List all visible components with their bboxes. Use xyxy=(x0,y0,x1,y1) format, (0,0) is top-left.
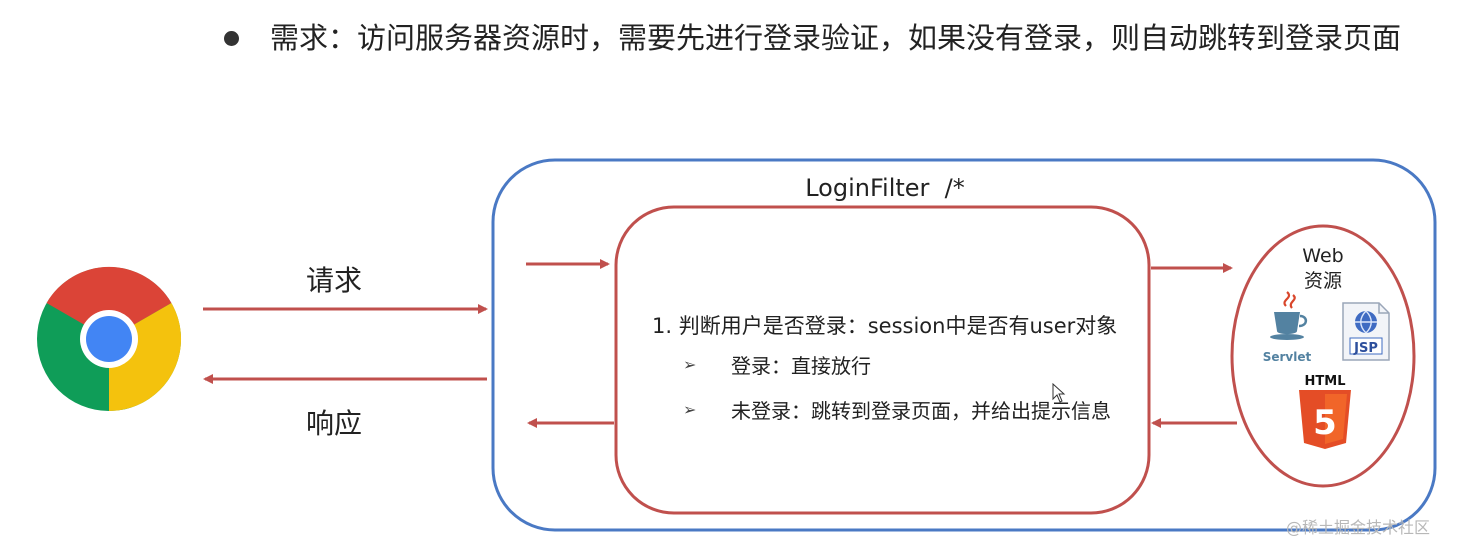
web-resources-ellipse xyxy=(1230,224,1416,488)
jsp-globe-icon xyxy=(1342,302,1390,361)
java-cup-icon xyxy=(1270,291,1308,340)
login-filter-box xyxy=(614,205,1151,515)
jsp-label: JSP xyxy=(1353,341,1378,356)
logic-step-1: 1. 判断用户是否登录：session中是否有user对象 xyxy=(652,314,1118,338)
web-resources-title-line1: Web xyxy=(1302,245,1344,267)
html5-badge: 5 xyxy=(1313,403,1337,443)
html5-label: HTML xyxy=(1305,374,1346,389)
requirement-headline: 需求：访问服务器资源时，需要先进行登录验证，如果没有登录，则自动跳转到登录页面 xyxy=(270,21,1402,55)
arrow-bullet-icon: ➢ xyxy=(683,400,697,419)
not-logged-in-branch: 未登录：跳转到登录页面，并给出提示信息 xyxy=(731,399,1111,423)
logged-in-branch: 登录：直接放行 xyxy=(731,354,871,378)
web-resources-title: Web 资源 xyxy=(1283,244,1363,294)
mouse-cursor-icon xyxy=(1052,383,1066,403)
bullet-dot xyxy=(224,31,239,46)
html5-shield-icon xyxy=(1299,390,1351,449)
request-label: 请求 xyxy=(306,264,363,297)
web-resources-title-line2: 资源 xyxy=(1303,270,1342,292)
watermark: @稀土掘金技术社区 xyxy=(1286,518,1431,537)
servlet-label: Servlet xyxy=(1263,350,1312,364)
login-filter-label: LoginFilter /* xyxy=(805,174,965,202)
server-container-box xyxy=(491,158,1437,532)
response-label: 响应 xyxy=(306,407,363,440)
chrome-browser-icon xyxy=(37,266,182,411)
arrow-bullet-icon: ➢ xyxy=(683,355,697,374)
